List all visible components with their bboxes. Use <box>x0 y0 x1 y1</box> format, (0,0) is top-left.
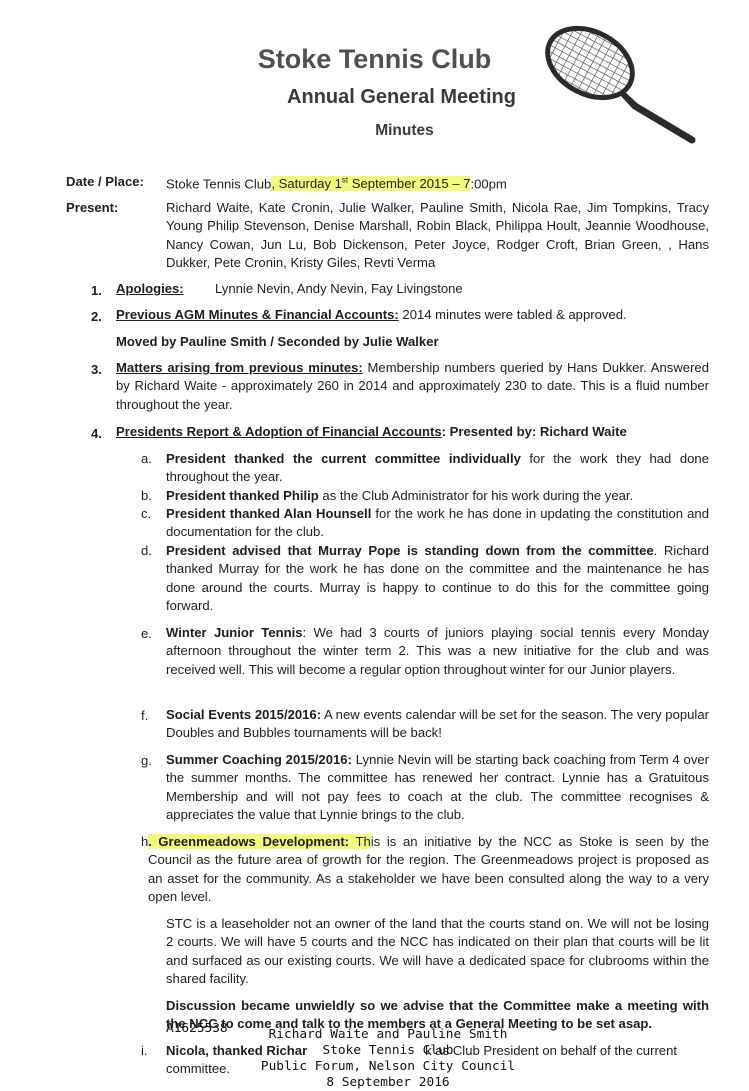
subitem-letter: a. <box>141 451 152 466</box>
subitem-letter: h <box>141 834 149 849</box>
subitem-d: President advised that Murray Pope is st… <box>166 543 709 614</box>
apologies-text: Lynnie Nevin, Andy Nevin, Fay Livingston… <box>215 281 463 296</box>
highlight-date: , Saturday 1st September 2015 – 7 <box>271 176 471 192</box>
subitem-c: President thanked Alan Hounsell for the … <box>166 506 709 540</box>
subitem-e: Winter Junior Tennis: We had 3 courts of… <box>166 625 709 677</box>
club-title: Stoke Tennis Club <box>257 44 492 74</box>
previous-agm-item: Previous AGM Minutes & Financial Account… <box>116 307 627 322</box>
subitem-letter: f. <box>141 708 149 723</box>
subitem-b: President thanked Philip as the Club Adm… <box>166 488 634 503</box>
subitem-letter: g. <box>141 753 152 768</box>
meeting-title: Annual General Meeting <box>287 86 516 108</box>
subitem-f: Social Events 2015/2016: A new events ca… <box>166 707 709 741</box>
stamp-club: Stoke Tennis Club <box>322 1043 454 1058</box>
subitem-a: President thanked the current committee … <box>166 451 709 485</box>
subitem-letter: c. <box>141 506 152 521</box>
present-names: Richard Waite, Kate Cronin, Julie Walker… <box>166 200 709 271</box>
document-type: Minutes <box>375 122 434 139</box>
subitem-letter: d. <box>141 543 152 558</box>
subitem-g: Summer Coaching 2015/2016: Lynnie Nevin … <box>166 752 710 823</box>
subitem-h-para2: STC is a leaseholder not an owner of the… <box>166 916 709 987</box>
subitem-letter: i. <box>141 1043 148 1058</box>
item-number: 1. <box>91 283 102 298</box>
subitem-h-para3: Discussion became unwieldly so we advise… <box>166 998 709 1032</box>
present-label: Present: <box>66 200 119 215</box>
document-id: A1625538 <box>166 1021 228 1036</box>
date-place-value: Stoke Tennis Club, Saturday 1st Septembe… <box>166 176 507 192</box>
stamp-forum: Public Forum, Nelson City Council <box>260 1059 516 1074</box>
moved-seconded: Moved by Pauline Smith / Seconded by Jul… <box>116 334 439 349</box>
item-number: 4. <box>91 426 102 441</box>
subitem-letter: e. <box>141 626 152 641</box>
stamp-date: 8 September 2016 <box>326 1075 450 1090</box>
item-number: 2. <box>91 309 102 324</box>
apologies-heading: Apologies: <box>116 281 184 296</box>
stamp-authors: Richard Waite and Pauline Smith <box>268 1027 508 1042</box>
matters-arising-item: Matters arising from previous minutes: M… <box>116 360 709 412</box>
subitem-h: . Greenmeadows Development: This is an i… <box>148 834 709 905</box>
item-number: 3. <box>91 362 102 377</box>
date-place-label: Date / Place: <box>66 174 144 189</box>
subitem-letter: b. <box>141 488 152 503</box>
presidents-report-heading: Presidents Report & Adoption of Financia… <box>116 424 627 439</box>
tennis-racket-icon <box>540 22 696 144</box>
